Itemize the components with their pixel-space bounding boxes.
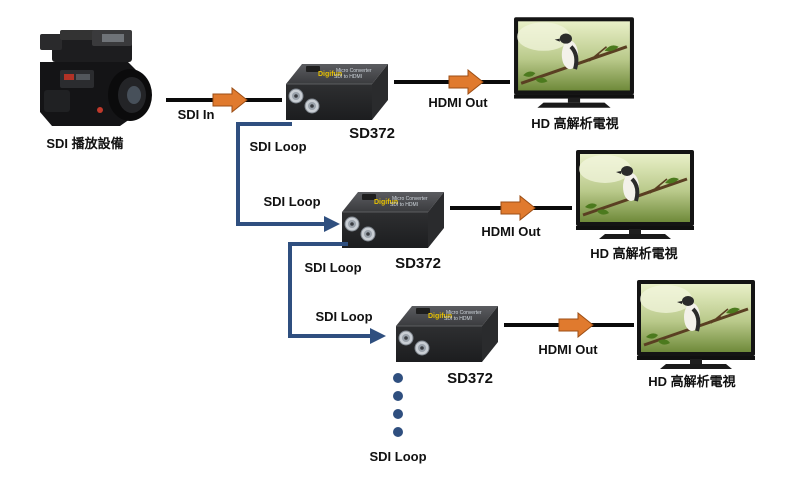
bnc-loop-connector-icon bbox=[304, 98, 320, 114]
bnc-in-connector-icon bbox=[344, 216, 360, 232]
continuation-dot bbox=[393, 373, 403, 383]
converter-text-1: Micro Converter bbox=[446, 310, 482, 316]
converter-3-model-label: SD372 bbox=[447, 370, 493, 387]
converter-text-2: SDI to HDMI bbox=[334, 74, 362, 80]
sdi-loop-cable-1: SDI Loop SDI Loop bbox=[236, 122, 340, 232]
source-label: SDI 播放設備 bbox=[46, 136, 123, 151]
sdi-loop-cable-2: SDI Loop SDI Loop bbox=[288, 242, 386, 344]
bnc-loop-connector-icon bbox=[414, 340, 430, 356]
display-3: HD 高解析電視 bbox=[636, 279, 756, 389]
converter-brand: Digifun bbox=[374, 199, 398, 206]
loop-out-label-1: SDI Loop bbox=[249, 139, 306, 154]
converter-text-2: SDI to HDMI bbox=[390, 202, 418, 208]
bnc-loop-connector-icon bbox=[360, 226, 376, 242]
converter-2: Digifun Micro Converter SDI to HDMI bbox=[341, 191, 445, 249]
loop-arrowhead-icon bbox=[324, 216, 340, 232]
converter-1: Digifun Micro Converter SDI to HDMI bbox=[285, 63, 389, 121]
converter-text-1: Micro Converter bbox=[336, 68, 372, 74]
bnc-in-connector-icon bbox=[398, 330, 414, 346]
hdmi-arrow-icon bbox=[500, 195, 536, 221]
converter-text-1: Micro Converter bbox=[392, 196, 428, 202]
tv-icon bbox=[575, 149, 695, 241]
tv-icon bbox=[636, 279, 756, 371]
bnc-in-connector-icon bbox=[288, 88, 304, 104]
video-camera-icon bbox=[40, 30, 152, 126]
display-3-label: HD 高解析電視 bbox=[648, 374, 735, 389]
continuation-dot bbox=[393, 391, 403, 401]
sdi-in-cable: SDI In bbox=[166, 87, 282, 122]
hdmi-out-label-3: HDMI Out bbox=[538, 342, 598, 357]
loop-in-label-2: SDI Loop bbox=[263, 194, 320, 209]
display-2: HD 高解析電視 bbox=[575, 149, 695, 261]
continuation: SDI Loop bbox=[369, 373, 427, 464]
display-1: HD 高解析電視 bbox=[514, 17, 634, 131]
loop-out-label-2: SDI Loop bbox=[304, 260, 361, 275]
converter-text-2: SDI to HDMI bbox=[444, 316, 472, 322]
display-2-label: HD 高解析電視 bbox=[590, 246, 677, 261]
converter-1-model-label: SD372 bbox=[349, 125, 395, 142]
loop-arrowhead-icon bbox=[370, 328, 386, 344]
hdmi-arrow-icon bbox=[448, 69, 484, 95]
continuation-dot bbox=[393, 409, 403, 419]
hdmi-out-label-1: HDMI Out bbox=[428, 95, 488, 110]
sdi-in-label: SDI In bbox=[178, 107, 215, 122]
converter-brand: Digifun bbox=[318, 71, 342, 78]
hdmi-cable-1: HDMI Out bbox=[394, 69, 510, 110]
display-1-label: HD 高解析電視 bbox=[531, 116, 618, 131]
hdmi-cable-3: HDMI Out bbox=[504, 312, 634, 357]
hdmi-arrow-icon bbox=[558, 312, 594, 338]
hdmi-cable-2: HDMI Out bbox=[450, 195, 572, 239]
hdmi-out-label-2: HDMI Out bbox=[481, 224, 541, 239]
tv-icon bbox=[514, 17, 634, 107]
converter-brand: Digifun bbox=[428, 313, 452, 320]
loop-in-label-3: SDI Loop bbox=[315, 309, 372, 324]
continuation-dots bbox=[393, 373, 403, 437]
converter-3: Digifun Micro Converter SDI to HDMI bbox=[395, 305, 499, 363]
sdi-in-arrow-icon bbox=[212, 87, 248, 113]
continuation-label: SDI Loop bbox=[369, 449, 426, 464]
converter-2-model-label: SD372 bbox=[395, 255, 441, 272]
continuation-dot bbox=[393, 427, 403, 437]
source-camera: SDI 播放設備 bbox=[40, 30, 152, 151]
